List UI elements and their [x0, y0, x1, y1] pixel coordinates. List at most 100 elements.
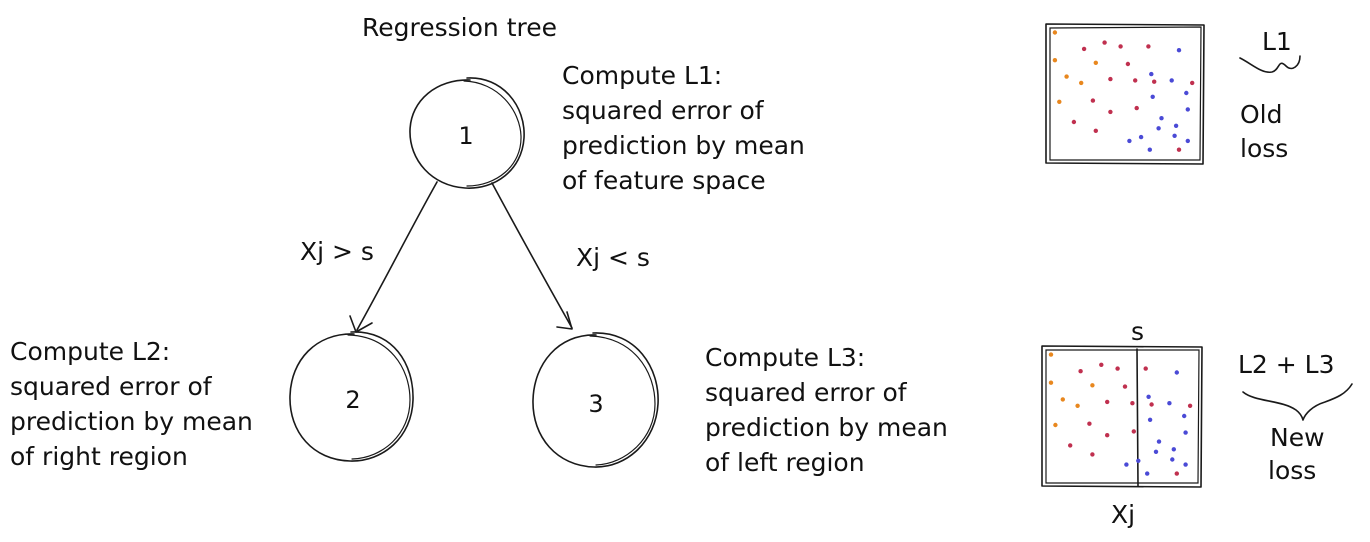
scatter-point-orange — [1048, 380, 1054, 385]
annotation-node-3-line-1: Compute L3: — [705, 343, 865, 372]
edge-left — [491, 182, 573, 330]
scatter-point-blue — [1147, 417, 1153, 422]
node-2-label: 2 — [345, 386, 360, 414]
scatter-point-blue — [1147, 147, 1153, 152]
annotation-node-1-line-3: prediction by mean — [562, 131, 805, 160]
scatter-point-blue — [1183, 462, 1188, 467]
annotation-node-2-line-3: prediction by mean — [10, 407, 253, 436]
scatter-point-orange — [1052, 30, 1058, 35]
annotation-node-3: Compute L3: squared error of prediction … — [705, 343, 948, 477]
annotation-node-2-line-4: of right region — [10, 442, 188, 471]
scatter-point-blue — [1185, 107, 1191, 112]
scatter-point-orange — [1075, 403, 1080, 408]
scatter-point-red — [1078, 369, 1083, 374]
scatter-point-red — [1131, 429, 1137, 434]
scatter-point-orange — [1052, 58, 1058, 63]
scatter-point-red — [1081, 46, 1087, 52]
scatter-point-red — [1133, 78, 1138, 83]
scatter-point-red — [1174, 471, 1180, 476]
scatter-point-blue — [1156, 439, 1162, 444]
top-scatter-panel — [1045, 23, 1205, 165]
scatter-point-blue — [1153, 449, 1159, 454]
scatter-point-orange — [1093, 60, 1099, 65]
scatter-point-red — [1146, 44, 1151, 49]
scatter-point-red — [1122, 384, 1128, 389]
top-scatter-points — [1052, 30, 1195, 152]
scatter-point-red — [1090, 98, 1096, 103]
scatter-point-red — [1108, 109, 1113, 115]
scatter-point-orange — [1048, 352, 1054, 357]
scatter-point-orange — [1057, 99, 1062, 105]
scatter-point-red — [1134, 105, 1139, 111]
scatter-point-red — [1118, 44, 1123, 49]
top-caption-line-2: loss — [1240, 134, 1288, 163]
scatter-point-red — [1125, 61, 1131, 67]
scatter-point-blue — [1171, 447, 1177, 452]
scatter-point-blue — [1169, 78, 1174, 83]
top-brace — [1239, 55, 1301, 74]
scatter-point-blue — [1167, 401, 1172, 406]
node-1-label: 1 — [458, 122, 473, 150]
annotation-node-3-line-2: squared error of — [705, 378, 908, 407]
split-label: s — [1131, 317, 1144, 346]
scatter-point-orange — [1053, 422, 1058, 428]
top-brace-label: L1 — [1262, 27, 1292, 56]
scatter-point-red — [1115, 366, 1120, 371]
split-line — [1136, 348, 1139, 487]
annotation-node-3-line-3: prediction by mean — [705, 413, 948, 442]
tree-node-1: 1 — [409, 77, 525, 189]
annotation-node-2-line-1: Compute L2: — [10, 337, 170, 366]
scatter-point-orange — [1079, 80, 1084, 86]
scatter-point-blue — [1184, 90, 1189, 96]
scatter-point-red — [1105, 399, 1110, 405]
scatter-point-red — [1068, 443, 1073, 448]
scatter-point-orange — [1060, 397, 1066, 402]
scatter-point-orange — [1090, 383, 1095, 388]
scatter-point-red — [1071, 119, 1077, 125]
scatter-point-blue — [1145, 471, 1150, 476]
scatter-point-red — [1090, 452, 1095, 457]
scatter-point-blue — [1176, 48, 1182, 53]
axis-label-xj: Xj — [1111, 500, 1135, 529]
annotation-node-1-line-4: of feature space — [562, 166, 766, 195]
bottom-brace-label: L2 + L3 — [1238, 350, 1335, 379]
scatter-point-orange — [1064, 74, 1069, 79]
scatter-point-red — [1190, 80, 1195, 86]
scatter-point-blue — [1150, 94, 1155, 100]
scatter-point-red — [1099, 362, 1104, 367]
scatter-point-red — [1130, 401, 1135, 406]
scatter-point-red — [1149, 402, 1154, 407]
diagram-title: Regression tree — [362, 13, 557, 42]
scatter-point-blue — [1183, 430, 1188, 435]
scatter-point-red — [1187, 403, 1193, 408]
top-caption-line-1: Old — [1240, 100, 1283, 129]
scatter-point-red — [1105, 433, 1110, 438]
scatter-point-red — [1152, 79, 1157, 84]
annotation-node-2: Compute L2: squared error of prediction … — [10, 337, 253, 471]
scatter-point-blue — [1173, 123, 1179, 128]
edge-label-right: Xj > s — [300, 237, 374, 266]
node-3-label: 3 — [588, 390, 603, 418]
annotation-node-1: Compute L1: squared error of prediction … — [562, 61, 805, 195]
edge-right — [349, 181, 438, 333]
scatter-point-blue — [1124, 462, 1129, 467]
bottom-scatter-points — [1048, 352, 1193, 476]
scatter-point-red — [1087, 421, 1092, 426]
scatter-point-red — [1102, 40, 1107, 45]
scatter-point-blue — [1174, 370, 1180, 375]
annotation-node-3-line-4: of left region — [705, 448, 865, 477]
bottom-scatter-panel — [1041, 345, 1203, 488]
scatter-point-red — [1093, 128, 1099, 133]
bottom-caption-line-1: New — [1270, 423, 1325, 452]
scatter-point-blue — [1138, 134, 1144, 140]
scatter-point-blue — [1127, 138, 1132, 144]
annotation-node-2-line-2: squared error of — [10, 372, 213, 401]
scatter-point-blue — [1172, 133, 1177, 138]
scatter-point-blue — [1159, 116, 1164, 121]
scatter-point-blue — [1136, 458, 1141, 463]
scatter-point-blue — [1182, 413, 1187, 419]
scatter-point-blue — [1185, 138, 1191, 144]
bottom-caption-line-2: loss — [1268, 456, 1316, 485]
annotation-node-1-line-2: squared error of — [562, 96, 765, 125]
